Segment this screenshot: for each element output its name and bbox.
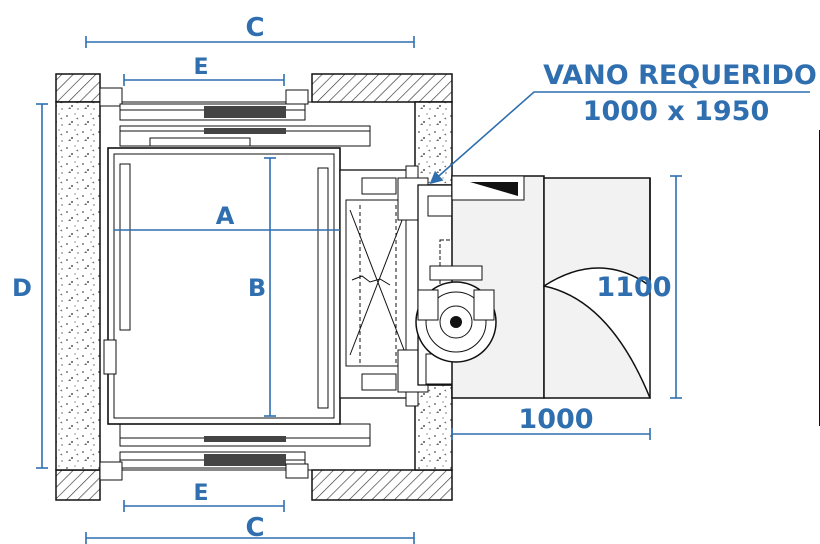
label-b: B [248,274,266,302]
label-door-height: 1100 [596,272,671,303]
wall-right-concrete-bottom [414,384,453,471]
title-vano-requerido: VANO REQUERIDO [543,60,817,91]
label-door-width: 1000 [518,404,593,435]
label-d: D [12,274,32,302]
wall-bottom-right [311,469,453,501]
wall-bottom-left [55,469,101,501]
title-dimensions: 1000 x 1950 [583,96,770,127]
label-a: A [216,202,235,230]
label-c-top: C [245,13,264,43]
door-swing-icon [543,130,820,426]
label-e-top: E [193,55,208,80]
label-e-bottom: E [193,481,208,506]
wall-right-concrete-top [414,101,453,186]
motor-icon [415,265,497,363]
dimension-lines [36,36,810,544]
label-c-bottom: C [245,513,264,543]
wall-left-concrete [55,101,101,471]
rails-top [99,87,371,147]
wall-top-right [311,73,453,103]
landing-door [415,175,545,399]
cabin [103,147,341,425]
door-operator [339,165,429,407]
leader-arrow-icon [470,182,518,196]
shaft-walls [55,73,453,501]
rails-bottom [99,423,371,481]
wall-top-left [55,73,101,103]
